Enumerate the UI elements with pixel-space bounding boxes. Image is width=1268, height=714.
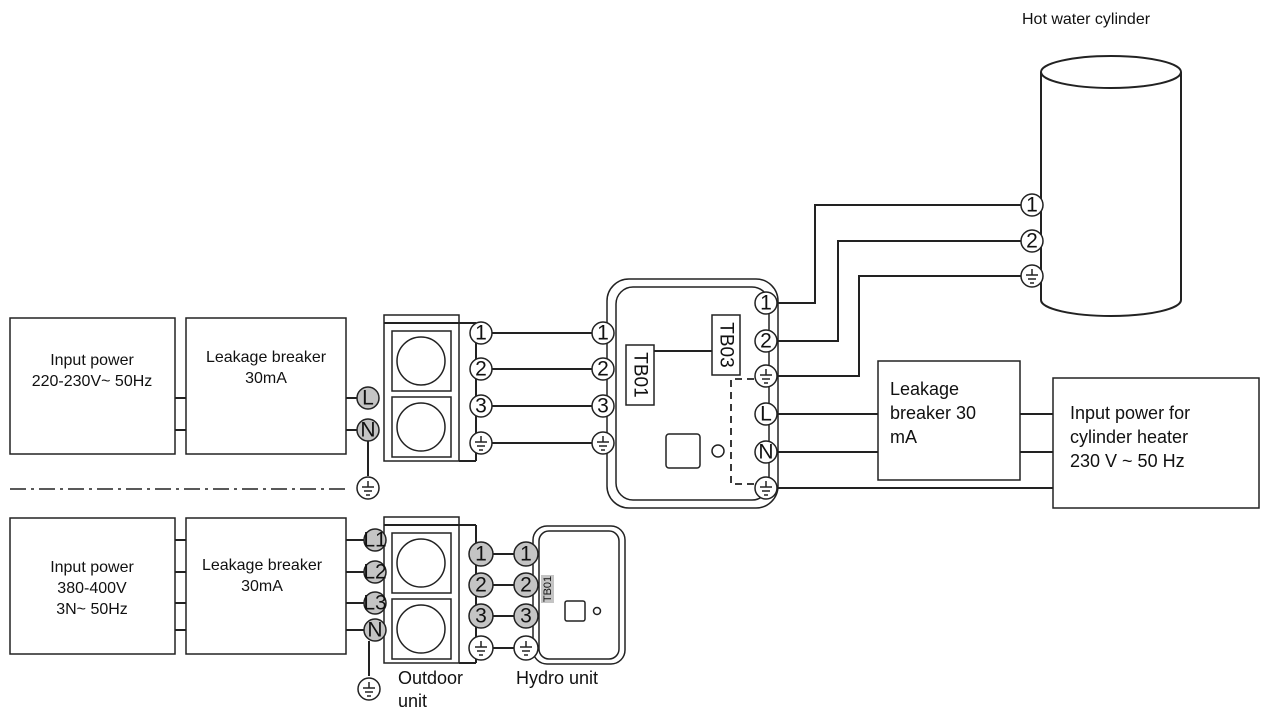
tb01-label: TB01 <box>625 344 655 406</box>
terminal-label: L3 <box>363 592 386 615</box>
terminal-label: 3 <box>475 605 487 628</box>
single-phase-input-power-line1: Input power <box>50 352 134 369</box>
hydro-unit-label: Hydro unit <box>516 668 598 688</box>
three-phase-terminal-n: N <box>363 618 387 642</box>
heater-input-power: Input power for cylinder heater 230 V ~ … <box>1052 377 1260 509</box>
tb01-terminal-2: 2 <box>591 357 615 381</box>
terminal-label: 3 <box>597 395 609 418</box>
earth-icon <box>513 635 539 661</box>
hydro-terminal-2: 2 <box>513 572 539 598</box>
cylinder-title: Hot water cylinder <box>1022 11 1151 28</box>
three-phase-terminal-l3: L3 <box>363 591 387 615</box>
terminal-label: 2 <box>520 574 532 597</box>
terminal-label: L <box>362 387 374 410</box>
three-phase-hydro-unit: TB01 <box>532 525 626 665</box>
earth-icon <box>468 635 494 661</box>
single-phase-breaker-line2: 30mA <box>245 370 287 387</box>
earth-icon <box>754 364 778 388</box>
block-terminal-3: 3 <box>469 394 493 418</box>
terminal-label: 2 <box>760 330 772 353</box>
cylinder-terminal-2: 2 <box>1020 229 1044 253</box>
single-phase-terminal-block <box>383 314 477 462</box>
three-phase-leakage-breaker: Leakage breaker 30mA <box>185 517 347 655</box>
heater-input-power-line2: cylinder heater <box>1070 427 1188 447</box>
three-phase-input-line2: 380-400V <box>57 580 127 597</box>
heater-breaker-line3: mA <box>890 427 917 447</box>
block-terminal-1: 1 <box>469 321 493 345</box>
hydro-tb01-text: TB01 <box>542 576 554 602</box>
earth-icon <box>356 476 380 500</box>
outdoor-unit-label-line1: Outdoor <box>398 668 463 688</box>
terminal-label: 1 <box>597 322 609 345</box>
terminal-label: 2 <box>1026 230 1038 253</box>
tb03-label: TB03 <box>711 314 741 376</box>
three-phase-breaker-line2: 30mA <box>241 578 283 595</box>
cylinder-terminal-1: 1 <box>1020 193 1044 217</box>
terminal-label: 1 <box>475 543 487 566</box>
tb03-text: TB03 <box>716 322 737 367</box>
earth-icon <box>469 431 493 455</box>
three-phase-terminal-block <box>383 516 477 664</box>
earth-icon <box>591 431 615 455</box>
three-phase-block-terminal-3: 3 <box>468 603 494 629</box>
three-phase-block-terminal-2: 2 <box>468 572 494 598</box>
heater-breaker-line1: Leakage <box>890 379 959 399</box>
terminal-label: 2 <box>475 358 487 381</box>
three-phase-input-line3: 3N~ 50Hz <box>56 601 128 618</box>
block-terminal-2: 2 <box>469 357 493 381</box>
terminal-label: L1 <box>363 529 386 552</box>
earth-icon <box>357 677 381 701</box>
three-phase-breaker-line1: Leakage breaker <box>202 557 323 574</box>
single-phase-supply-terminal-l: L <box>356 386 380 410</box>
terminal-label: N <box>367 619 382 642</box>
heater-breaker-line2: breaker 30 <box>890 403 976 423</box>
tb01-terminal-1: 1 <box>591 321 615 345</box>
tb03-terminal-2: 2 <box>754 329 778 353</box>
heater-leakage-breaker: Leakage breaker 30 mA <box>877 360 1021 481</box>
terminal-label: 2 <box>597 358 609 381</box>
terminal-label: L2 <box>363 561 386 584</box>
terminal-label: 1 <box>1026 194 1038 217</box>
single-phase-input-power-line2: 220-230V~ 50Hz <box>32 373 153 390</box>
terminal-label: N <box>360 419 375 442</box>
single-phase-leakage-breaker: Leakage breaker 30mA <box>185 317 347 455</box>
terminal-label: N <box>758 441 773 464</box>
terminal-label: L <box>760 403 772 426</box>
hydro-terminal-1: 1 <box>513 541 539 567</box>
three-phase-terminal-l1: L1 <box>363 528 387 552</box>
heater-input-power-line3: 230 V ~ 50 Hz <box>1070 451 1185 471</box>
heater-input-power-line1: Input power for <box>1070 403 1190 423</box>
single-phase-supply-terminal-n: N <box>356 418 380 442</box>
tb03-terminal-1: 1 <box>754 291 778 315</box>
three-phase-terminal-l2: L2 <box>363 560 387 584</box>
three-phase-block-terminal-1: 1 <box>468 541 494 567</box>
terminal-label: 3 <box>475 395 487 418</box>
terminal-label: 1 <box>520 543 532 566</box>
tb01-terminal-3: 3 <box>591 394 615 418</box>
terminal-label: 1 <box>475 322 487 345</box>
tb03-terminal-n: N <box>754 440 778 464</box>
single-phase-input-power: Input power 220-230V~ 50Hz <box>9 317 176 455</box>
tb03-terminal-l: L <box>754 402 778 426</box>
outdoor-unit-label-line2: unit <box>398 691 427 711</box>
hot-water-cylinder: Hot water cylinder <box>1022 11 1182 317</box>
hydro-terminal-3: 3 <box>513 603 539 629</box>
three-phase-input-power: Input power 380-400V 3N~ 50Hz <box>9 517 176 655</box>
terminal-label: 3 <box>520 605 532 628</box>
tb01-text: TB01 <box>630 352 651 397</box>
earth-icon <box>1020 264 1044 288</box>
single-phase-breaker-line1: Leakage breaker <box>206 349 327 366</box>
earth-icon <box>754 476 778 500</box>
terminal-label: 2 <box>475 574 487 597</box>
terminal-label: 1 <box>760 292 772 315</box>
three-phase-input-line1: Input power <box>50 559 134 576</box>
